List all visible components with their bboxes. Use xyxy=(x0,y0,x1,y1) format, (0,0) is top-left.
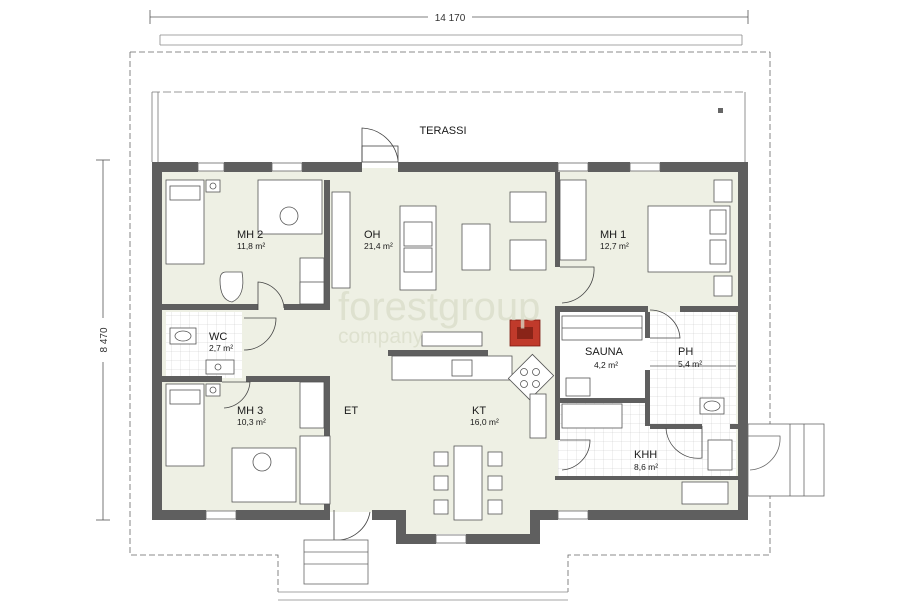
room-area-mh2: 11,8 m² xyxy=(237,241,265,251)
room-name-oh: OH xyxy=(364,229,381,241)
width-dimension: 14 170 xyxy=(435,13,466,24)
windows xyxy=(197,162,661,544)
room-area-wc: 2,7 m² xyxy=(209,343,233,353)
room-area-mh3: 10,3 m² xyxy=(237,417,266,427)
room-name-kt: KT xyxy=(472,405,486,417)
terrace xyxy=(151,91,746,162)
watermark-brand: forestgroup xyxy=(338,285,540,329)
room-name-mh2: MH 2 xyxy=(237,229,263,241)
terrace-label: TERASSI xyxy=(419,125,466,137)
room-name-ph: PH xyxy=(678,346,693,358)
room-name-et: ET xyxy=(344,405,358,417)
room-area-khh: 8,6 m² xyxy=(634,462,658,472)
room-area-oh: 21,4 m² xyxy=(364,241,393,251)
roof-outline xyxy=(129,51,771,592)
entrance-steps xyxy=(303,423,825,585)
mh2-furniture xyxy=(165,179,325,305)
terrace-door xyxy=(361,127,399,163)
kitchen-furniture xyxy=(391,353,555,521)
room-area-ph: 5,4 m² xyxy=(678,359,702,369)
room-name-wc: WC xyxy=(209,331,227,343)
sauna-benches xyxy=(561,315,643,397)
room-name-mh1: MH 1 xyxy=(600,229,626,241)
khh-fixtures xyxy=(561,403,733,505)
outer-walls xyxy=(152,162,748,544)
oh-furniture xyxy=(331,191,547,347)
room-name-sauna: SAUNA xyxy=(585,346,624,358)
mh3-furniture xyxy=(165,381,331,505)
mh1-furniture xyxy=(559,179,733,297)
room-area-mh1: 12,7 m² xyxy=(600,241,629,251)
depth-dimension: 8 470 xyxy=(99,327,110,352)
room-name-mh3: MH 3 xyxy=(237,405,263,417)
doors xyxy=(222,266,703,541)
watermark-company: company xyxy=(338,325,424,348)
room-area-kt: 16,0 m² xyxy=(470,417,499,427)
room-name-khh: KHH xyxy=(634,449,657,461)
ph-fixtures xyxy=(650,365,736,415)
wc-fixtures xyxy=(169,327,235,375)
room-area-sauna: 4,2 m² xyxy=(594,360,618,370)
room-labels: MH 2 11,8 m² OH 21,4 m² MH 1 12,7 m² WC … xyxy=(209,229,702,472)
roof-edges xyxy=(159,34,743,601)
